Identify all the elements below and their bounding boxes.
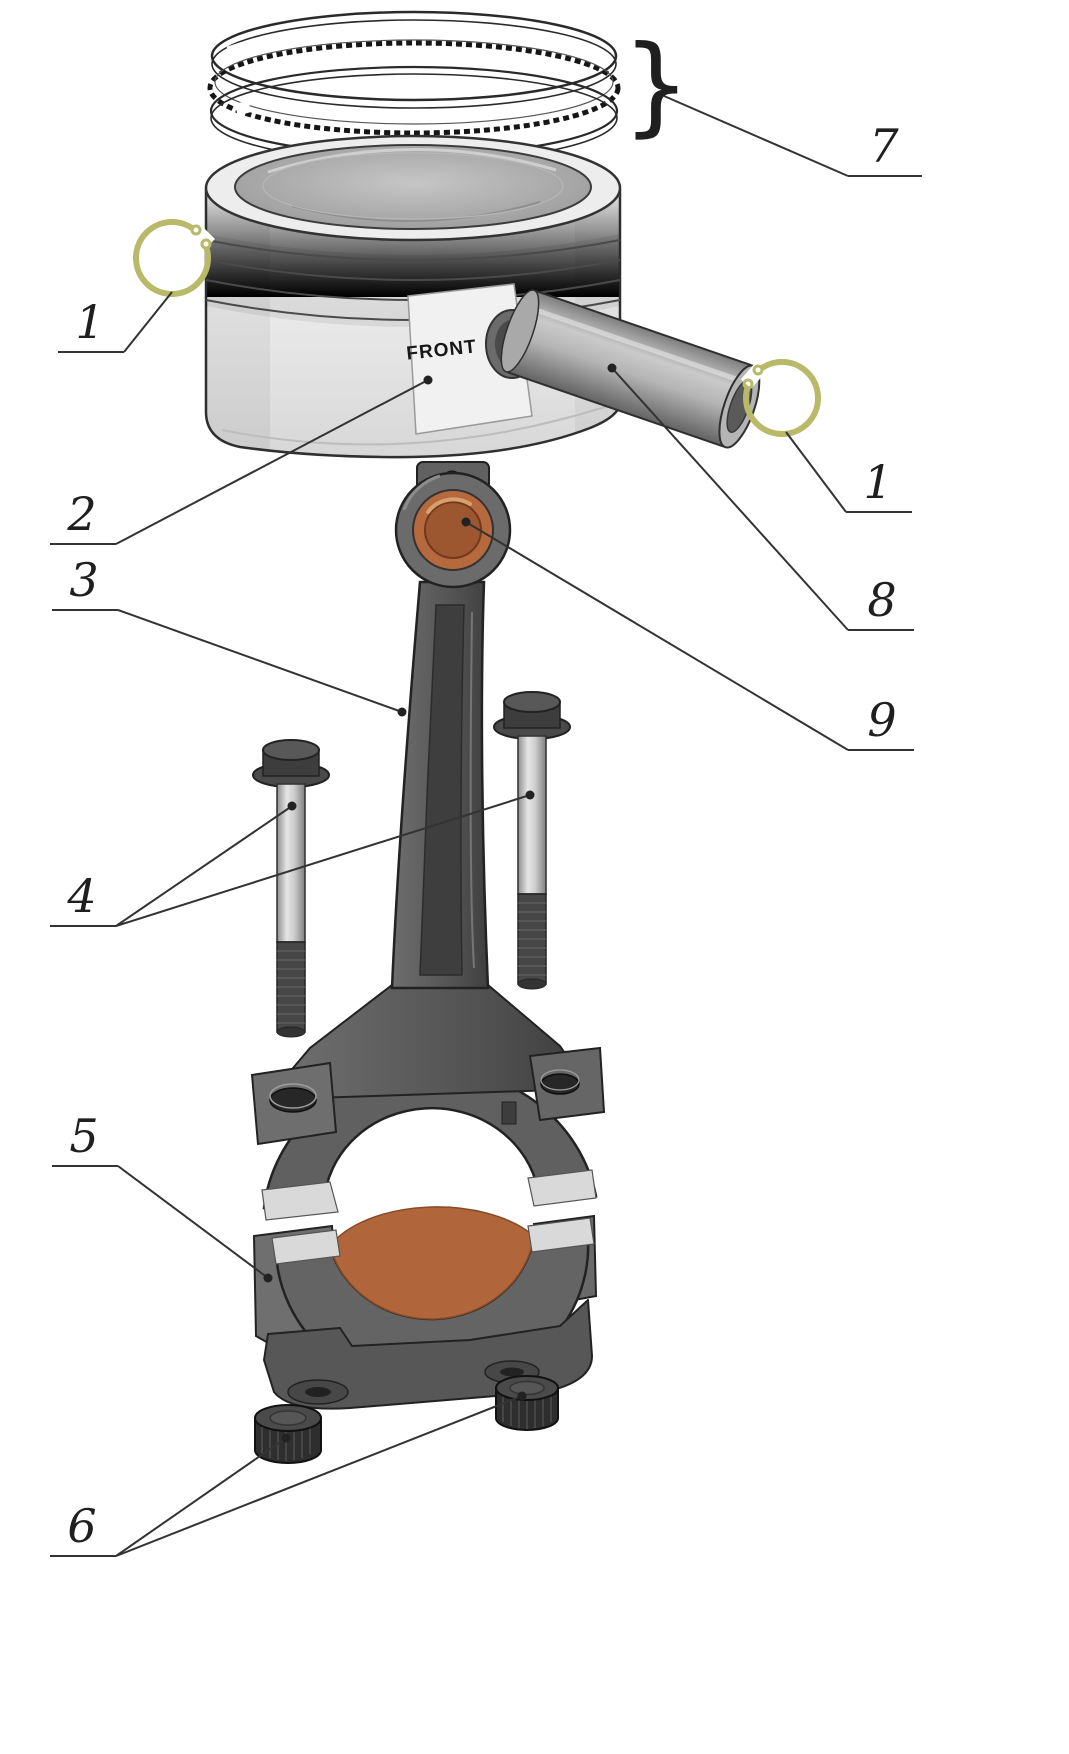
cap-nut-right	[495, 1375, 559, 1431]
callouts: 7 } 1 1 2 3 4	[50, 23, 922, 1557]
bearing-tang-slot	[501, 1101, 517, 1125]
leader-line	[115, 379, 429, 545]
callout-number-1: 1	[863, 455, 892, 509]
callout-number-7: 7	[869, 119, 899, 173]
top-ring-upper-edge	[210, 10, 618, 102]
small-end-highlight	[402, 474, 441, 511]
bolt-hole-right-rim	[540, 1069, 580, 1091]
leader-line	[611, 367, 849, 631]
leader-line	[115, 794, 531, 927]
callout-ring-set-7: 7 }	[622, 23, 922, 177]
bolt-shank	[517, 735, 547, 895]
callout-number-8: 8	[867, 573, 896, 627]
leader-dot	[517, 1391, 527, 1401]
callout-number-9: 9	[867, 693, 896, 747]
bushing-bore	[424, 501, 482, 559]
leader-line	[115, 805, 293, 927]
crown-machining-ring	[262, 152, 564, 220]
leader-line	[663, 95, 849, 177]
leader-line	[115, 1395, 523, 1557]
callout-number-3: 3	[69, 553, 98, 607]
second-ring-textured	[207, 40, 621, 136]
cap-split-face-right	[527, 1217, 595, 1253]
cap-split-face-left	[271, 1229, 341, 1265]
callout-cap-nuts-6: 6	[50, 1391, 527, 1557]
cap-bearing-shell	[329, 1206, 535, 1320]
skirt-bottom-shade	[221, 405, 609, 446]
bolt-hole-left-rim	[269, 1083, 317, 1109]
bolt-tip	[517, 978, 547, 990]
rod-shaft-channel	[419, 604, 465, 976]
circlip-wire	[743, 359, 821, 437]
piston-skirt-shadow-left	[206, 190, 270, 450]
rod-bolt-left	[252, 739, 330, 1038]
top-ring-lower-edge	[211, 19, 617, 109]
callout-number-1: 1	[75, 295, 104, 349]
callout-number-6: 6	[67, 1499, 96, 1553]
callout-circlip-left-1: 1	[58, 291, 173, 353]
pin-specular-highlight	[536, 308, 737, 382]
big-end-split-face-left	[261, 1181, 339, 1221]
leader-line	[465, 521, 849, 751]
ring-end-gap	[226, 41, 246, 59]
big-end-split-face-right	[527, 1169, 597, 1207]
leader-dot	[397, 707, 407, 717]
circlip-end-curl	[200, 238, 212, 250]
circlip-left	[133, 219, 215, 297]
nut-top-boss	[269, 1410, 307, 1426]
bolt-thread-lines	[277, 950, 305, 1024]
leader-line	[785, 431, 847, 513]
bolt-head-top	[262, 739, 320, 761]
circlip-end-curl	[742, 378, 754, 390]
rod-bolt-right	[493, 691, 571, 990]
callout-circlip-right-1: 1	[785, 431, 912, 513]
leader-dot	[263, 1273, 273, 1283]
bearing-cap	[252, 1206, 598, 1410]
bolt-hole-right	[540, 1073, 580, 1095]
bolt-thread-lines	[518, 902, 546, 976]
bushing-highlight	[426, 497, 472, 514]
leader-dot	[281, 1433, 291, 1443]
valve-relief-arc	[267, 148, 557, 174]
callout-bushing-9: 9	[461, 517, 914, 751]
callout-rod-bolts-4: 4	[50, 790, 535, 927]
callout-connecting-rod-3: 3	[52, 553, 407, 717]
leader-dot	[287, 801, 297, 811]
ring-groove-arc	[205, 239, 621, 261]
callout-piston-pin-8: 8	[607, 363, 914, 631]
ring-end-gap	[234, 100, 252, 116]
piston: FRONT	[204, 134, 622, 459]
circlip-end-curl	[190, 224, 202, 236]
leader-line	[115, 1437, 287, 1557]
leader-line	[123, 291, 173, 353]
leader-line	[117, 1165, 269, 1279]
callout-number-4: 4	[66, 869, 96, 923]
nut-top-boss	[509, 1380, 545, 1396]
bolt-head-top	[503, 691, 561, 713]
callout-number-5: 5	[69, 1109, 98, 1163]
circlip-end-curl	[752, 364, 764, 376]
circlip-wire	[133, 219, 211, 297]
nut-knurl-lines	[502, 1394, 552, 1429]
leader-dot	[525, 790, 535, 800]
bolt-tip	[276, 1026, 306, 1038]
ring-set-bracket: }	[622, 23, 691, 148]
circlip-right	[740, 359, 821, 437]
leader-dot	[423, 375, 433, 385]
piston-crown	[234, 144, 592, 230]
connecting-rod	[250, 461, 606, 1221]
callout-number-2: 2	[66, 487, 96, 541]
cap-stud-hole-left	[305, 1387, 331, 1397]
callout-bearing-cap-5: 5	[52, 1109, 273, 1283]
second-ring-top-edge	[214, 39, 614, 125]
pin-left-end	[500, 289, 540, 373]
rod-shaft-highlight	[469, 611, 475, 969]
callout-piston-2: 2	[50, 375, 433, 545]
leader-dot	[607, 363, 617, 373]
leader-line	[117, 609, 403, 713]
ring-groove-arc	[205, 259, 621, 281]
cap-stud-hole-right	[500, 1367, 524, 1377]
leader-dot	[461, 517, 471, 527]
